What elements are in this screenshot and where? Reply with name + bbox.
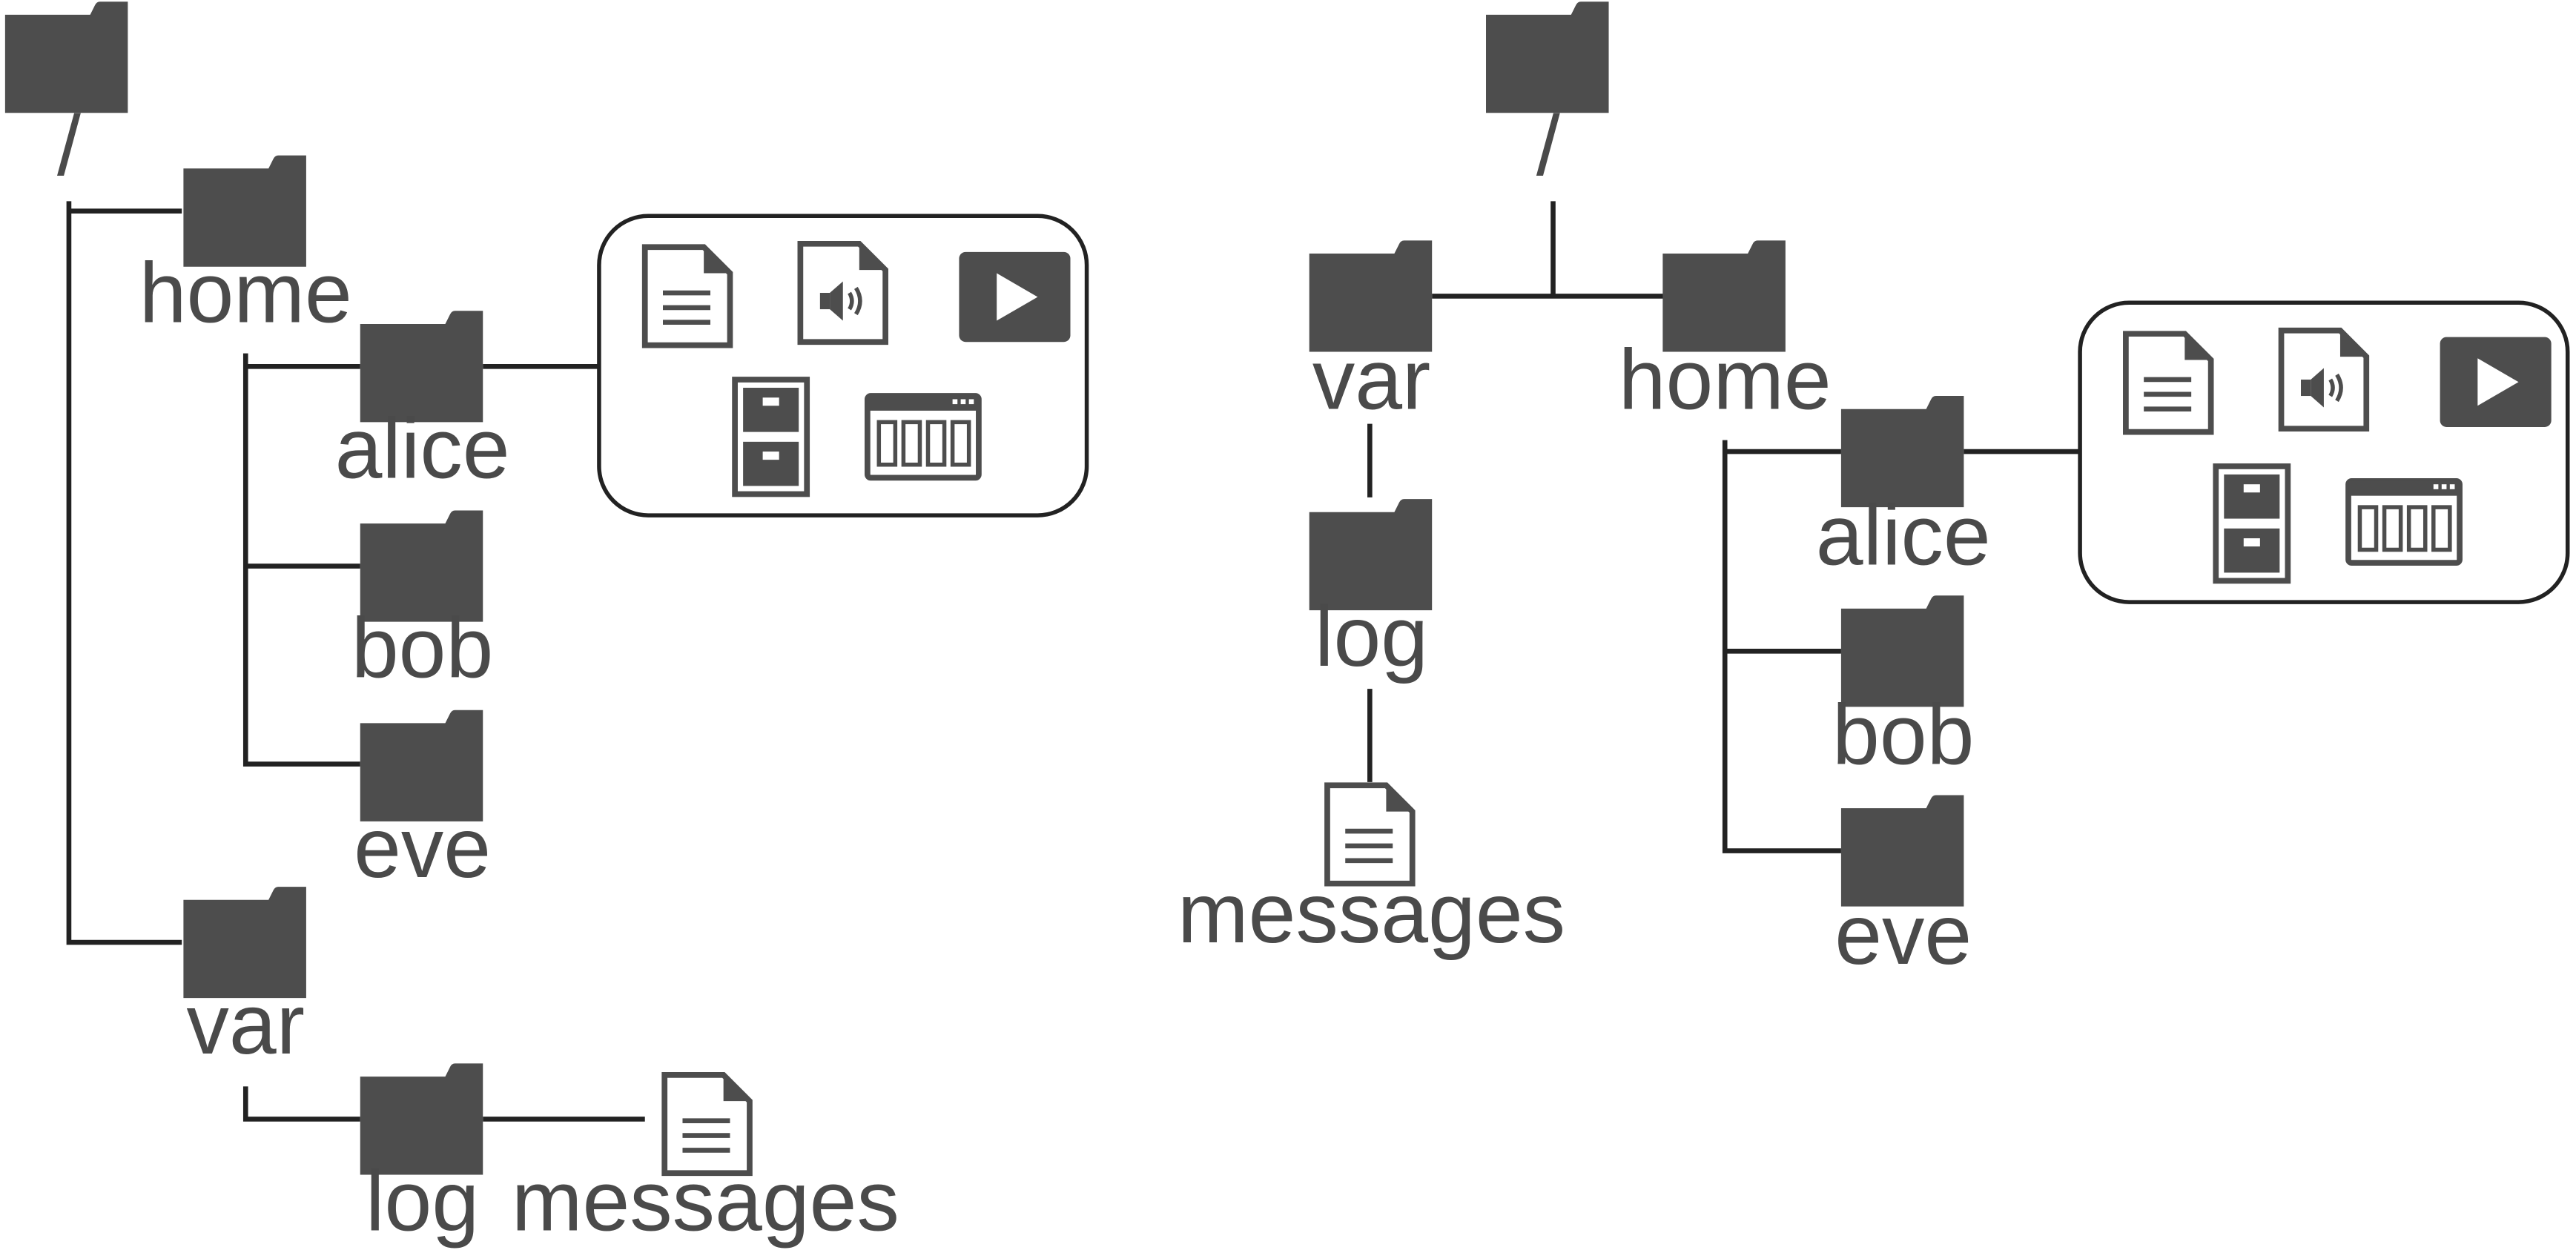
alice-files-group xyxy=(597,214,1089,517)
var-label: var xyxy=(1312,333,1430,428)
app-window-icon xyxy=(2348,481,2460,563)
left-tree: / home alice bob eve var log messages xyxy=(4,1,1089,1249)
messages-label: messages xyxy=(512,1154,899,1249)
log-label: log xyxy=(366,1154,479,1249)
right-tree-connectors xyxy=(1367,201,2081,853)
log-label: log xyxy=(1315,589,1428,684)
filing-cabinet-icon xyxy=(2216,466,2288,581)
bob-label: bob xyxy=(351,601,493,696)
document-icon xyxy=(2126,334,2211,431)
bob-label: bob xyxy=(1832,688,1974,783)
eve-label: eve xyxy=(354,801,491,896)
alice-label: alice xyxy=(335,401,510,496)
eve-label: eve xyxy=(1834,887,1972,982)
audio-file-icon xyxy=(2282,331,2367,429)
var-label: var xyxy=(187,977,305,1072)
filing-cabinet-icon xyxy=(735,380,807,494)
video-play-icon xyxy=(2440,337,2552,427)
folder-icon xyxy=(4,1,128,113)
document-icon xyxy=(645,247,730,345)
home-label: home xyxy=(1619,333,1832,428)
home-label: home xyxy=(139,246,352,341)
audio-file-icon xyxy=(800,244,885,342)
messages-label: messages xyxy=(1178,866,1565,961)
folder-icon xyxy=(1486,1,1609,113)
alice-files-group xyxy=(2078,300,2570,604)
app-window-icon xyxy=(868,396,979,477)
root-label: / xyxy=(1536,99,1560,194)
alice-label: alice xyxy=(1816,488,1991,583)
video-play-icon xyxy=(959,251,1071,343)
right-tree: / var home log messages alice bob eve xyxy=(1178,1,2570,982)
left-tree-connectors xyxy=(66,201,645,1122)
root-label: / xyxy=(57,99,81,194)
